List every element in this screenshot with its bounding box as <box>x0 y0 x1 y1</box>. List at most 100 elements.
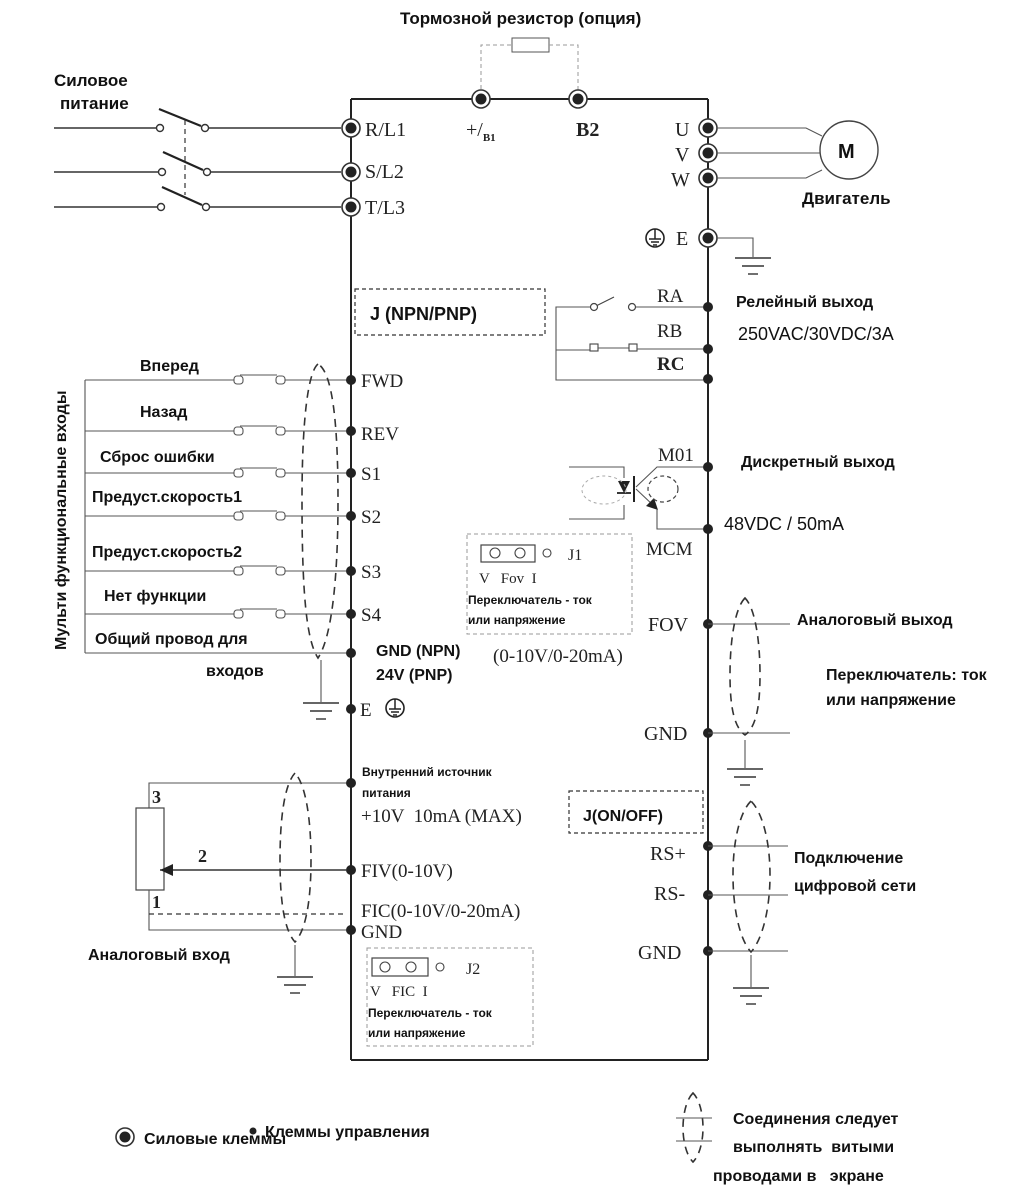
legend-power-terminal-icon <box>115 1127 135 1147</box>
analog-input-label: Аналоговый вход <box>88 947 230 964</box>
ground-icon <box>726 768 764 786</box>
input-contact-s1 <box>233 468 244 478</box>
relay-output-label: Релейный выход <box>736 294 873 311</box>
control-terminal-m01 <box>703 462 713 472</box>
protective-earth-icon <box>645 228 665 248</box>
terminal-label-rb: RB <box>657 321 682 342</box>
legend-power-terminals: Силовые клеммы <box>144 1131 286 1148</box>
terminal-label-s4: S4 <box>361 605 382 626</box>
j2-desc-1: Переключатель - ток <box>368 1006 493 1020</box>
terminal-label-rs-minus: RS- <box>654 883 685 905</box>
terminal-label-mcm: MCM <box>646 539 693 560</box>
relay-output-rating: 250VAC/30VDC/3A <box>738 324 894 344</box>
drive-frame <box>350 98 709 1061</box>
input-label-reverse: Назад <box>140 404 187 421</box>
input-contact-s3 <box>275 566 286 576</box>
jumper-on-off-box <box>568 790 704 834</box>
control-terminal-s3 <box>346 566 356 576</box>
input-label-no-function: Нет функции <box>104 588 206 605</box>
power-terminal-v <box>698 143 718 163</box>
terminal-label-rl1: R/L1 <box>365 119 406 141</box>
legend-control-terminals: Клеммы управления <box>265 1124 430 1141</box>
control-terminal-mcm <box>703 524 713 534</box>
terminal-label-w: W <box>671 169 690 191</box>
terminal-label-b1: +/B1 <box>466 119 496 144</box>
j2-pins: V FIC I <box>370 984 428 1000</box>
input-rows <box>85 374 356 619</box>
terminal-label-tl3: T/L3 <box>365 197 405 219</box>
network-label-2: цифровой сети <box>794 878 916 895</box>
j1-name: J1 <box>568 547 582 564</box>
control-terminal-ra <box>703 302 713 312</box>
ground-icon <box>732 987 770 1005</box>
control-terminal-s2 <box>346 511 356 521</box>
j1-pins: V Fov I <box>479 571 537 587</box>
analog-output-switch-1: Переключатель: ток <box>826 667 988 684</box>
terminal-label-u: U <box>675 119 690 141</box>
power-terminal-b2 <box>568 89 588 109</box>
terminal-label-fiv: FIV(0-10V) <box>361 861 453 882</box>
legend-shield-icon <box>676 1091 712 1164</box>
input-contact-s4 <box>275 609 286 619</box>
terminal-label-fwd: FWD <box>361 371 403 392</box>
control-terminal-s4 <box>346 609 356 619</box>
terminal-label-gnd-ai: GND <box>361 922 402 943</box>
terminal-label-s1: S1 <box>361 464 381 485</box>
power-input-label-2: питание <box>60 94 129 113</box>
multi-inputs-vertical-label: Мульти функциональные входы <box>53 391 70 650</box>
j2-jumper <box>371 957 445 977</box>
discrete-output-rating: 48VDC / 50mA <box>724 514 844 534</box>
relay-contacts <box>555 296 703 381</box>
terminal-label-e-top: E <box>676 228 688 250</box>
internal-supply-label-1: Внутренний источник <box>362 765 493 779</box>
input-contact-s3 <box>233 566 244 576</box>
input-label-preset-speed-2: Предуст.скорость2 <box>92 544 242 561</box>
brake-resistor-title: Тормозной резистор (опция) <box>400 9 641 28</box>
legend: Силовые клеммы Клеммы управления Соедине… <box>115 1091 899 1185</box>
power-terminal-w <box>698 168 718 188</box>
motor-label: Двигатель <box>802 189 891 208</box>
motor-symbol <box>819 120 879 180</box>
motor-wires <box>717 127 823 179</box>
shield-twisted-ai <box>279 771 312 944</box>
power-terminal-sl2 <box>341 162 361 182</box>
terminal-label-common-2: 24V (PNP) <box>376 667 452 684</box>
control-terminal-rev <box>346 426 356 436</box>
terminal-label-sl2: S/L2 <box>365 161 404 183</box>
shield-twisted-ao <box>729 596 761 736</box>
input-contact-s2 <box>233 511 244 521</box>
input-label-forward: Вперед <box>140 358 199 375</box>
terminal-label-fov: FOV <box>648 614 689 636</box>
power-input-label-1: Силовое <box>54 71 128 90</box>
power-terminal-tl3 <box>341 197 361 217</box>
terminal-label-b2: B2 <box>576 119 599 141</box>
legend-shield-2: выполнять витыми <box>733 1139 894 1156</box>
pot-pin-1: 1 <box>152 892 161 912</box>
ground-icon <box>302 702 340 720</box>
shield-twisted-inputs <box>301 363 339 660</box>
terminal-label-s3: S3 <box>361 562 381 583</box>
legend-control-terminal-icon <box>249 1127 257 1135</box>
analog-output-range: (0-10V/0-20mA) <box>493 646 623 667</box>
analog-output-switch-2: или напряжение <box>826 692 956 709</box>
terminal-label-common-1: GND (NPN) <box>376 643 460 660</box>
legend-shield-3: проводами в экране <box>713 1168 884 1185</box>
control-terminal-common <box>346 648 356 658</box>
terminal-label-s2: S2 <box>361 507 381 528</box>
power-terminal-rl1 <box>341 118 361 138</box>
jumper-on-off-label: J(ON/OFF) <box>583 808 663 825</box>
terminal-label-v: V <box>675 144 690 166</box>
input-contact-rev <box>233 426 244 436</box>
terminal-label-rev: REV <box>361 424 399 445</box>
terminal-label-gnd-ao: GND <box>644 723 687 745</box>
control-terminal-gnd-ai <box>346 925 356 935</box>
terminal-label-e-bottom: E <box>360 700 372 721</box>
shield-twisted-net <box>732 799 771 954</box>
input-contact-fwd <box>275 375 286 385</box>
terminal-label-rs-plus: RS+ <box>650 843 686 865</box>
input-label-preset-speed-1: Предуст.скорость1 <box>92 489 242 506</box>
control-terminal-fiv <box>346 865 356 875</box>
jumper-npn-pnp-box <box>354 288 546 336</box>
pot-pin-3: 3 <box>152 787 161 807</box>
